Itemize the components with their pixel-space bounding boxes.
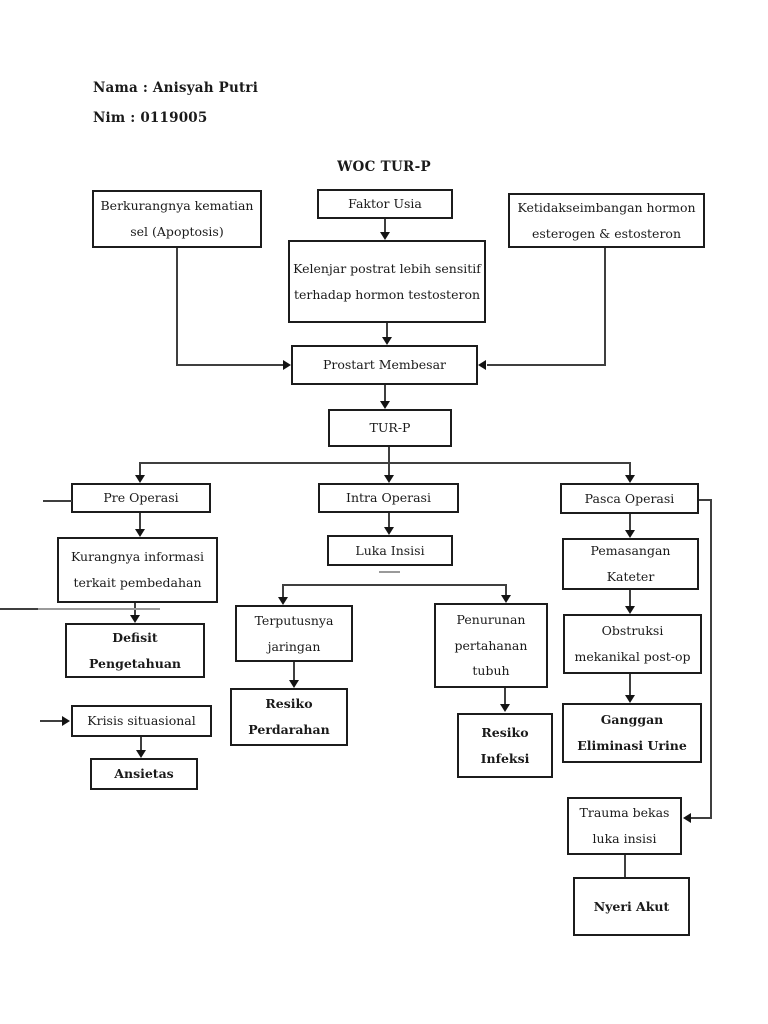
connector-terputusnya-perdarahan bbox=[293, 662, 295, 682]
arrowhead-into-obstruksi bbox=[625, 606, 635, 614]
arrowhead-into-kurangnya bbox=[135, 529, 145, 537]
node-resiko-perdarahan: Resiko Perdarahan bbox=[230, 688, 348, 746]
node-apoptosis: Berkurangnya kematian sel (Apoptosis) bbox=[92, 190, 262, 248]
arrowhead-into-krisis bbox=[62, 716, 70, 726]
connector-obstruksi-ganggan bbox=[629, 674, 631, 697]
connector-prostart-turp bbox=[384, 385, 386, 403]
connector-penurunan-infeksi bbox=[504, 688, 506, 706]
arrowhead-into-ansietas bbox=[136, 750, 146, 758]
connector-to-terputusnya bbox=[282, 584, 284, 598]
node-tur-p: TUR-P bbox=[328, 409, 452, 447]
node-ketidakseimbangan: Ketidakseimbangan hormon esterogen & est… bbox=[508, 193, 705, 248]
connector-to-intra-operasi bbox=[388, 462, 390, 476]
node-pre-operasi: Pre Operasi bbox=[71, 483, 211, 513]
node-krisis-situasional: Krisis situasional bbox=[71, 705, 212, 737]
arrowhead-into-trauma bbox=[683, 813, 691, 823]
arrowhead-into-kelenjar bbox=[380, 232, 390, 240]
node-pasca-operasi: Pasca Operasi bbox=[560, 483, 699, 514]
connector-trauma-nyeri bbox=[624, 855, 626, 877]
node-terputusnya-jaringan: Terputusnya jaringan bbox=[235, 605, 353, 662]
arrowhead-into-turp bbox=[380, 401, 390, 409]
node-penurunan-pertahanan: Penurunan pertahanan tubuh bbox=[434, 603, 548, 688]
node-intra-operasi: Intra Operasi bbox=[318, 483, 459, 513]
node-defisit-pengetahuan: Defisit Pengetahuan bbox=[65, 623, 205, 678]
arrowhead-into-lukainsisi bbox=[384, 527, 394, 535]
connector-ketidakseimbangan-down bbox=[604, 248, 606, 366]
connector-preoperasi-left-stub bbox=[43, 500, 72, 502]
arrowhead-into-infeksi bbox=[500, 704, 510, 712]
node-obstruksi-mekanikal: Obstruksi mekanikal post-op bbox=[563, 614, 702, 674]
connector-branch-distributor bbox=[139, 462, 631, 464]
node-resiko-infeksi: Resiko Infeksi bbox=[457, 713, 553, 778]
arrowhead-into-pasca-operasi bbox=[625, 475, 635, 483]
connector-ketidakseimbangan-left bbox=[487, 364, 606, 366]
diagram-title: WOC TUR-P bbox=[337, 159, 431, 175]
connector-to-pre-operasi bbox=[139, 462, 141, 476]
connector-to-pasca-operasi bbox=[629, 462, 631, 476]
connector-to-penurunan bbox=[505, 584, 507, 596]
connector-pemasangan-obstruksi bbox=[629, 590, 631, 608]
student-name: Nama : Anisyah Putri bbox=[93, 80, 259, 96]
connector-right-vertical bbox=[710, 499, 712, 819]
arrowhead-into-prostart-top bbox=[382, 337, 392, 345]
node-faktor-usia: Faktor Usia bbox=[317, 189, 453, 219]
node-nyeri-akut: Nyeri Akut bbox=[573, 877, 690, 936]
node-luka-insisi: Luka Insisi bbox=[327, 535, 453, 566]
connector-kelenjar-prostart bbox=[386, 323, 388, 339]
node-ansietas: Ansietas bbox=[90, 758, 198, 790]
margin-line-dark bbox=[0, 608, 38, 610]
connector-faktorusia-kelenjar bbox=[384, 219, 386, 234]
student-nim: Nim : 0119005 bbox=[93, 110, 208, 126]
arrowhead-into-pre-operasi bbox=[135, 475, 145, 483]
connector-lukainsisi-stub bbox=[379, 571, 400, 573]
connector-intraoperasi-lukainsisi bbox=[388, 513, 390, 529]
connector-into-krisis bbox=[40, 720, 63, 722]
connector-into-trauma bbox=[691, 817, 712, 819]
node-kelenjar-prostat: Kelenjar postrat lebih sensitif terhadap… bbox=[288, 240, 486, 323]
node-trauma-bekas: Trauma bekas luka insisi bbox=[567, 797, 682, 855]
arrowhead-into-terputusnya bbox=[278, 597, 288, 605]
connector-pasca-right-stub bbox=[699, 499, 712, 501]
connector-krisis-ansietas bbox=[140, 737, 142, 752]
connector-lukainsisi-branch bbox=[282, 584, 507, 586]
arrowhead-into-perdarahan bbox=[289, 680, 299, 688]
node-prostart-membesar: Prostart Membesar bbox=[291, 345, 478, 385]
connector-turp-stub bbox=[388, 447, 390, 464]
arrowhead-into-pemasangan bbox=[625, 530, 635, 538]
arrowhead-into-penurunan bbox=[501, 595, 511, 603]
node-pemasangan-kateter: Pemasangan Kateter bbox=[562, 538, 699, 590]
connector-pasca-pemasangan bbox=[629, 514, 631, 532]
connector-apoptosis-right bbox=[176, 364, 283, 366]
node-ganggan-eliminasi: Ganggan Eliminasi Urine bbox=[562, 703, 702, 763]
connector-apoptosis-down bbox=[176, 248, 178, 365]
arrowhead-into-defisit bbox=[130, 615, 140, 623]
arrowhead-into-prostart-right bbox=[478, 360, 486, 370]
arrowhead-into-intra-operasi bbox=[384, 475, 394, 483]
connector-preoperasi-kurangnya bbox=[139, 513, 141, 531]
arrowhead-into-prostart-left bbox=[283, 360, 291, 370]
node-kurangnya-informasi: Kurangnya informasi terkait pembedahan bbox=[57, 537, 218, 603]
margin-line-light bbox=[38, 608, 160, 610]
arrowhead-into-ganggan bbox=[625, 695, 635, 703]
connector-kurangnya-defisit bbox=[134, 603, 136, 617]
